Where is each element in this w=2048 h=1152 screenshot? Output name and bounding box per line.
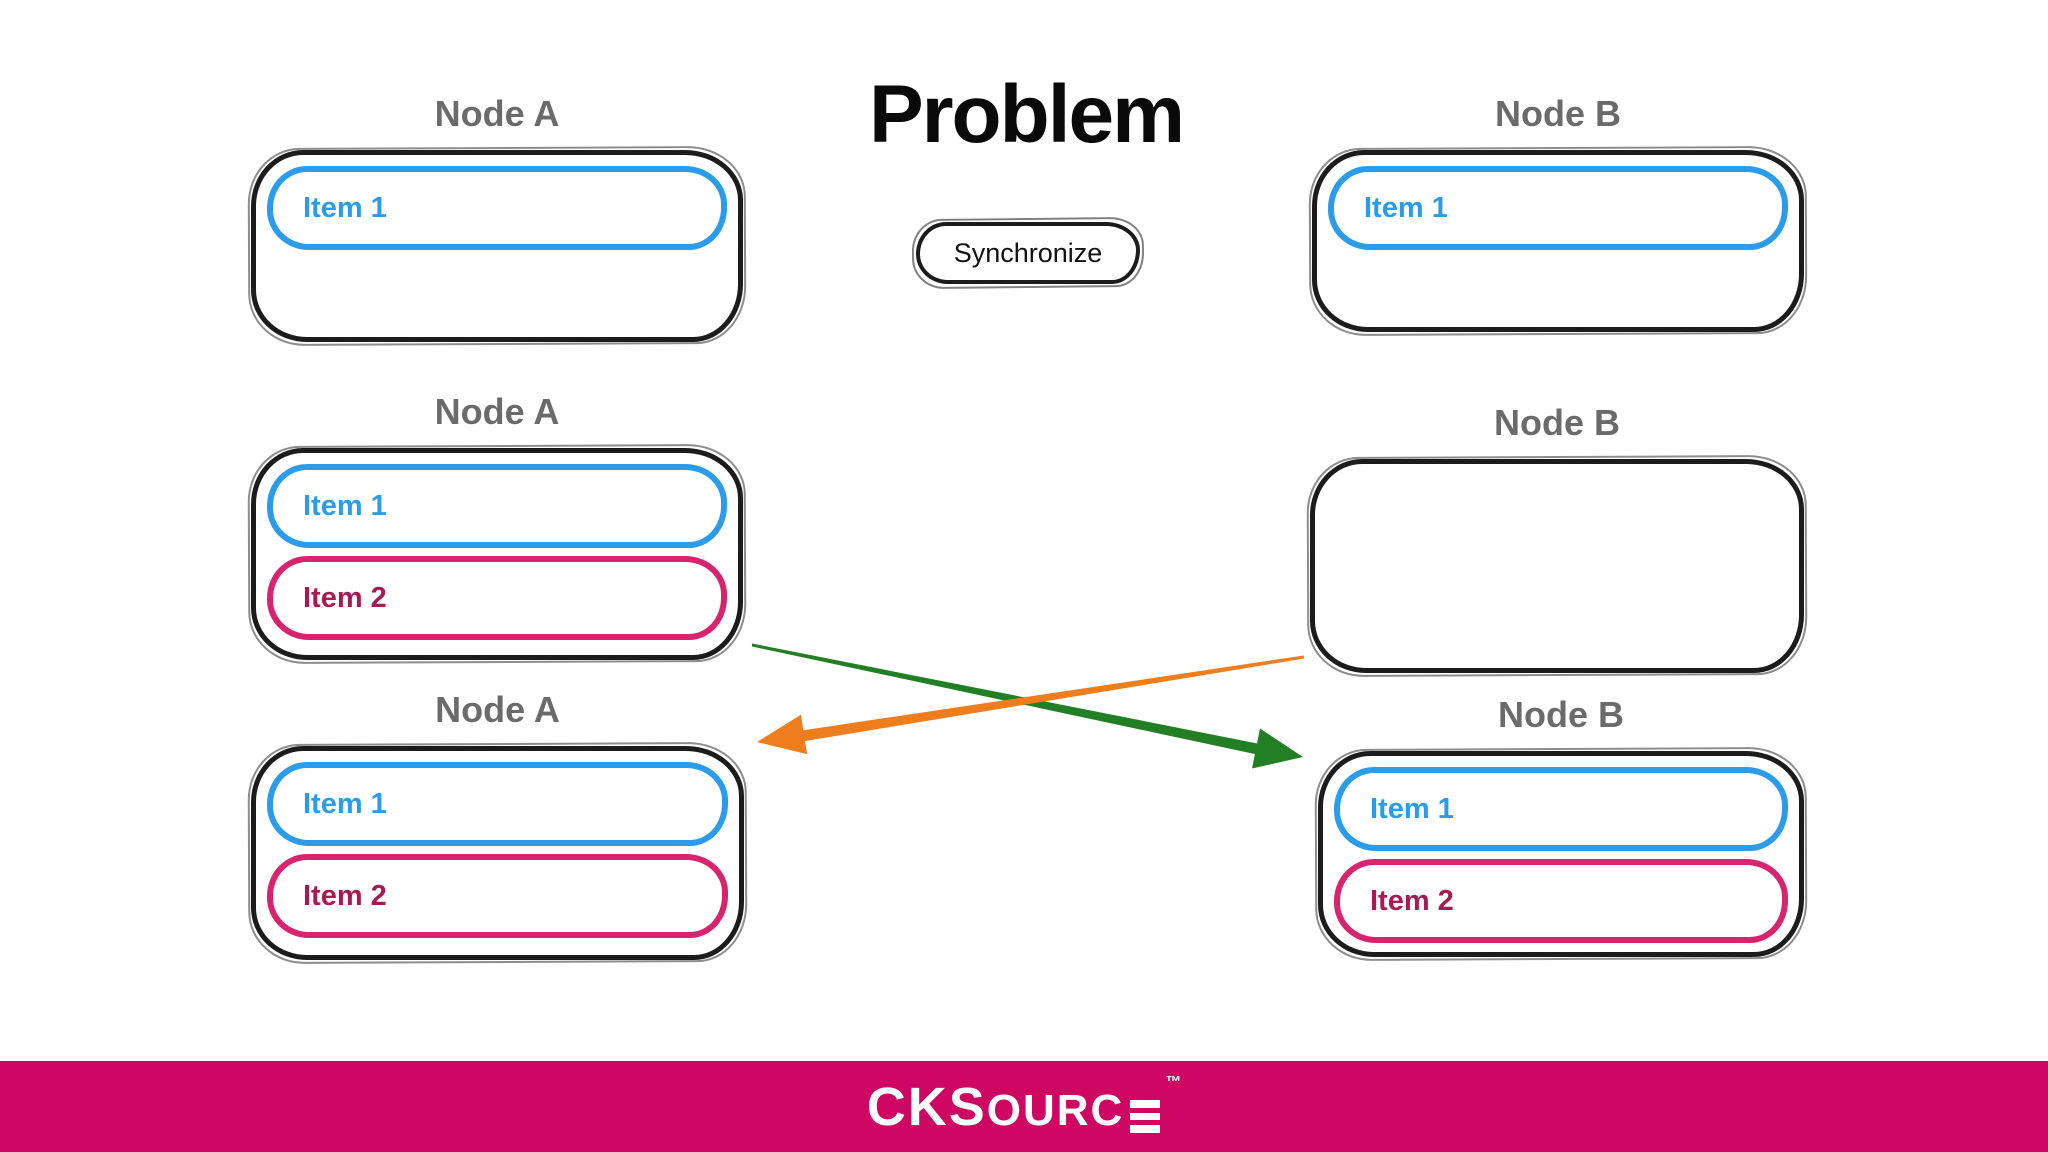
item-pill-item-1: Item 1	[267, 166, 727, 250]
synchronize-button[interactable]: Synchronize	[916, 222, 1140, 284]
green-arrowhead	[1252, 728, 1303, 769]
logo-text-cks: CKS	[866, 1076, 987, 1137]
triple-bar-e-icon	[1130, 1099, 1161, 1133]
logo-text-ourc: OURC	[986, 1085, 1125, 1135]
node-panel-a1: Node A Item 1	[251, 92, 743, 342]
node-label: Node A	[435, 689, 560, 730]
orange-arrow-shaft	[801, 655, 1305, 742]
item-pill-item-1: Item 1	[267, 464, 727, 548]
node-label: Node A	[434, 391, 560, 432]
node-panel-b1: Node B Item 1	[1312, 92, 1804, 332]
trademark-mark: ™	[1165, 1073, 1182, 1091]
orange-arrow	[757, 655, 1305, 755]
item-pill-item-1: Item 1	[1328, 166, 1788, 250]
node-label: Node B	[1495, 93, 1621, 134]
slide-title: Problem	[868, 69, 1185, 160]
green-arrow-shaft	[752, 643, 1263, 756]
item-pill-item-2: Item 2	[1334, 859, 1788, 943]
item-pill-item-2: Item 2	[267, 556, 727, 640]
node-label: Node A	[434, 93, 560, 134]
node-label: Node B	[1498, 694, 1624, 735]
orange-arrowhead	[757, 714, 808, 755]
node-box: Item 1	[1312, 150, 1804, 332]
item-pill-item-2: Item 2	[267, 854, 728, 938]
item-pill-item-1: Item 1	[1334, 767, 1788, 851]
item-pill-item-1: Item 1	[267, 762, 728, 846]
node-label: Node B	[1494, 402, 1620, 443]
node-box	[1310, 459, 1804, 673]
green-arrow	[752, 643, 1303, 769]
node-box: Item 1	[251, 150, 743, 342]
node-panel-b2: Node B	[1310, 401, 1804, 673]
